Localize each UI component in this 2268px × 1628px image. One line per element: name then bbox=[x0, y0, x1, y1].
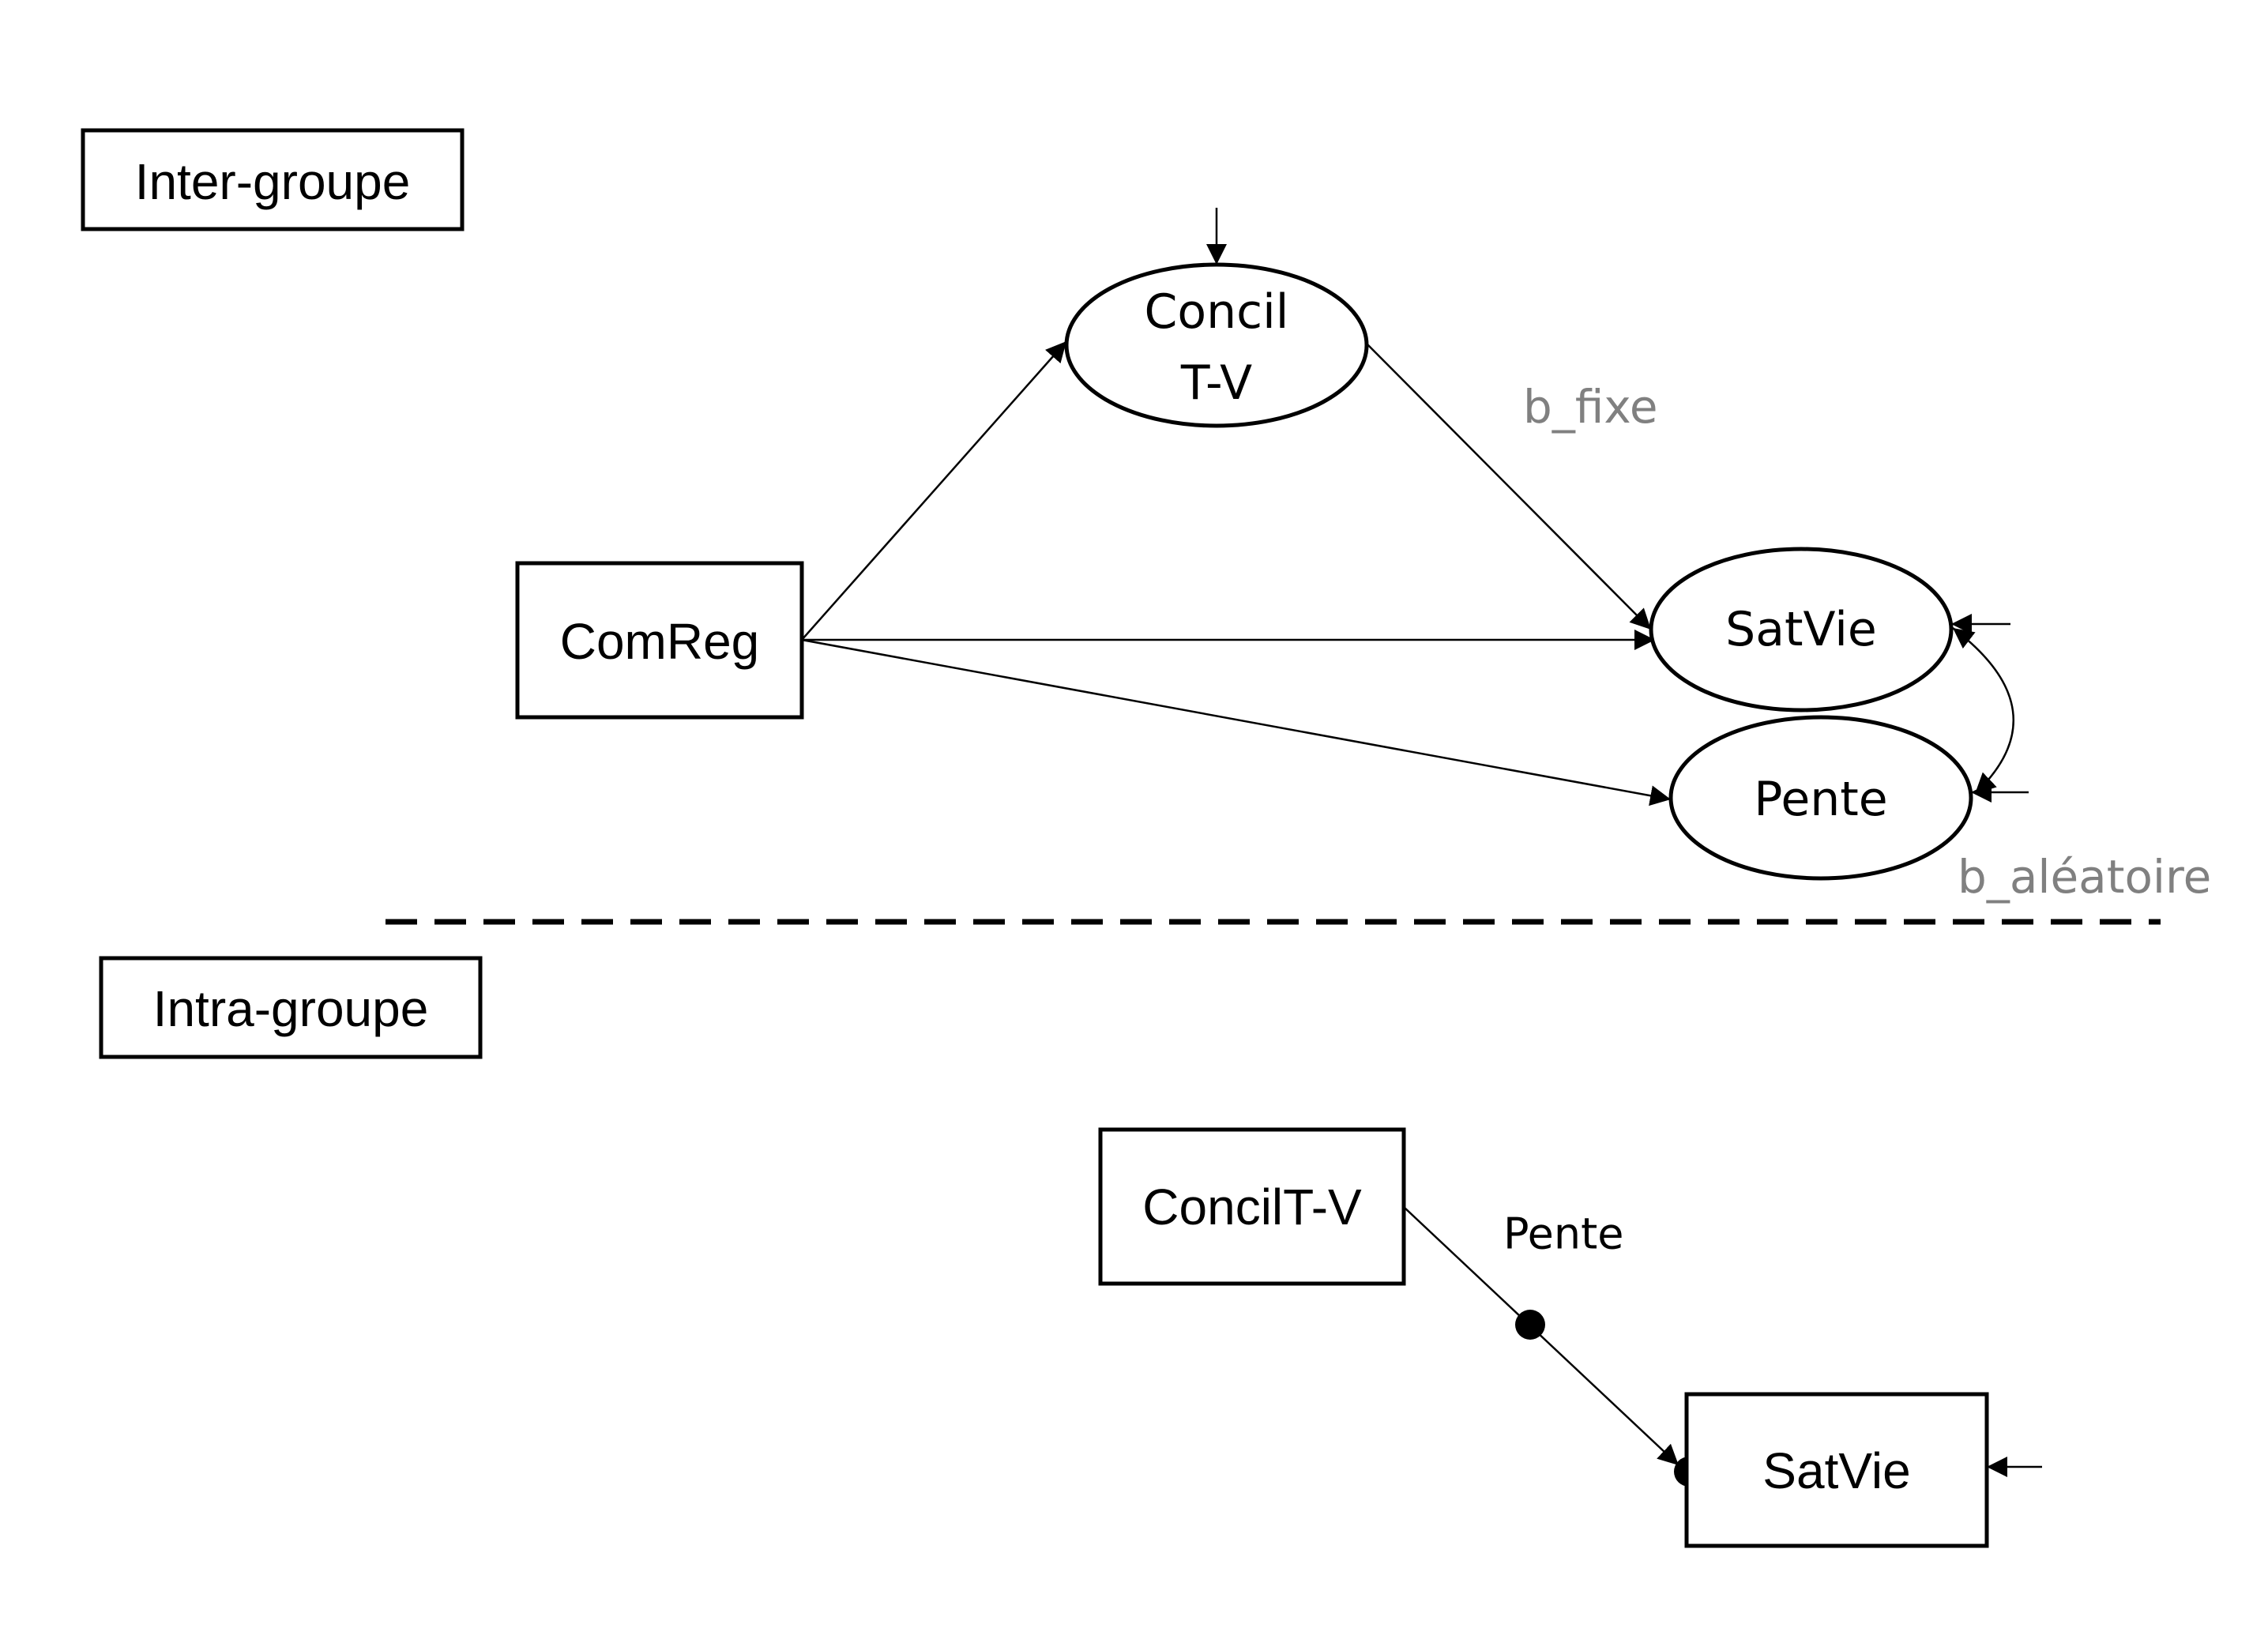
concil-latent-node: Concil T-V bbox=[1064, 262, 1369, 428]
between-level-label: Inter-groupe bbox=[81, 128, 465, 231]
edge-comreg-to-concil bbox=[801, 340, 1067, 641]
satvie-latent-node: SatVie bbox=[1649, 547, 1954, 712]
edge-concil-to-satvie bbox=[1366, 343, 1652, 630]
concil-label-line2: T-V bbox=[1180, 355, 1252, 411]
within-level-text: Intra-groupe bbox=[153, 980, 429, 1037]
between-level-text: Inter-groupe bbox=[135, 153, 411, 210]
random-slope-dot bbox=[1515, 1310, 1545, 1340]
pente-between-label: Pente bbox=[1754, 772, 1887, 827]
concil-label-line1: Concil bbox=[1145, 284, 1289, 340]
label-pente-within: Pente bbox=[1503, 1209, 1623, 1259]
covariance-satvie-pente bbox=[1952, 627, 2014, 795]
satvie-between-label: SatVie bbox=[1725, 602, 1877, 657]
label-b-aleatoire: b_aléatoire bbox=[1958, 850, 2211, 904]
concil-within-label: ConcilT-V bbox=[1142, 1179, 1362, 1235]
edge-comreg-to-pente bbox=[801, 638, 1672, 806]
edge-concil-to-satvie-within bbox=[1403, 1206, 1679, 1466]
satvie-within-label: SatVie bbox=[1762, 1442, 1910, 1499]
comreg-label: ComReg bbox=[560, 613, 760, 670]
satvie-within-node: SatVie bbox=[1684, 1392, 1989, 1548]
within-level-label: Intra-groupe bbox=[99, 956, 483, 1059]
label-b-fixe: b_fixe bbox=[1523, 380, 1658, 434]
comreg-node: ComReg bbox=[515, 561, 804, 720]
pente-latent-node: Pente bbox=[1668, 715, 1973, 881]
concil-within-node: ConcilT-V bbox=[1098, 1127, 1406, 1286]
